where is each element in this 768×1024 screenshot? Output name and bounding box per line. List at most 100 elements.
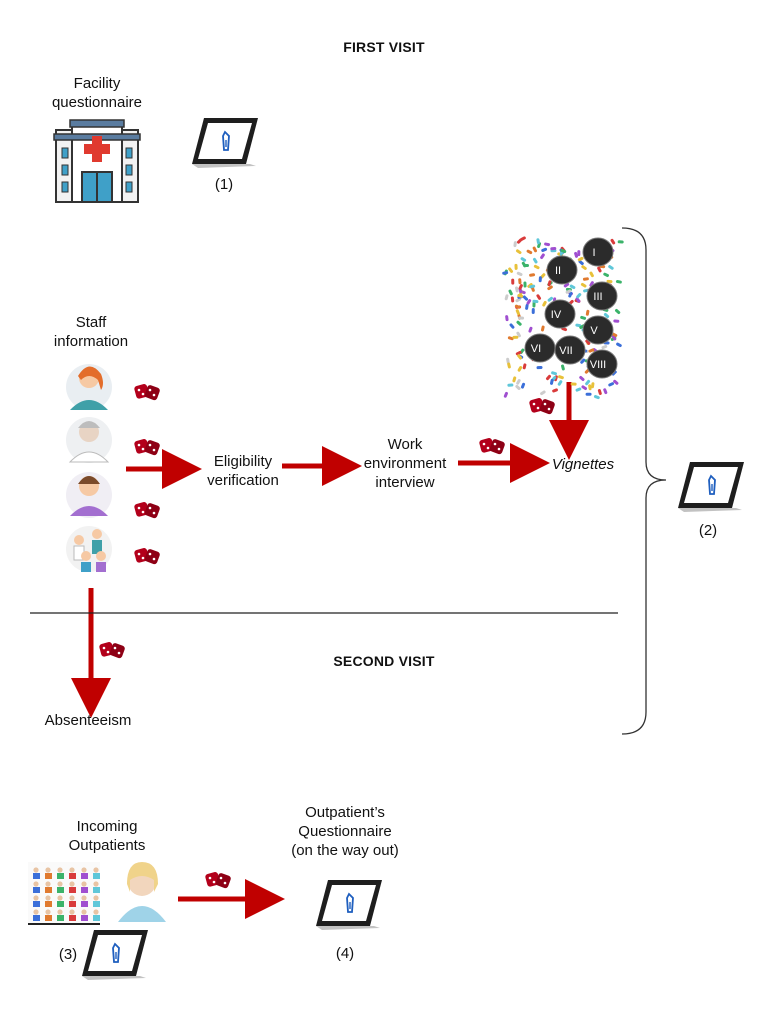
crowd-person-body	[81, 887, 88, 893]
pill-confetti	[518, 278, 522, 285]
pill-confetti	[565, 289, 572, 294]
pill-confetti	[516, 238, 523, 244]
vignette-numeral: VII	[559, 345, 572, 357]
pill-confetti	[507, 383, 514, 387]
dice-icon	[133, 547, 161, 565]
pill-confetti	[533, 264, 540, 270]
pill-confetti	[613, 319, 620, 323]
vignette-numeral: II	[555, 265, 561, 277]
dice-icon	[98, 641, 126, 659]
pill-confetti	[589, 271, 594, 278]
pill-confetti	[517, 366, 523, 372]
pill-confetti	[536, 238, 540, 245]
work-environment-interview-label: Work environment interview	[363, 436, 447, 491]
pill-confetti	[569, 284, 576, 290]
pill-confetti	[547, 285, 553, 291]
pill-confetti	[544, 242, 551, 247]
crowd-person-body	[81, 901, 88, 907]
pill-confetti	[546, 374, 551, 381]
pill-confetti	[540, 253, 545, 259]
tablet-tag-2: (2)	[698, 522, 718, 539]
pill-confetti	[585, 309, 590, 316]
pill-confetti	[538, 276, 542, 283]
crowd-person-body	[33, 915, 40, 921]
pill-confetti	[581, 265, 587, 270]
hospital-icon	[53, 119, 141, 203]
crowd-person-icon	[33, 867, 39, 873]
pill-confetti	[615, 309, 621, 315]
pill-confetti	[542, 300, 547, 307]
pill-confetti	[576, 293, 582, 299]
pill-confetti	[513, 241, 517, 248]
crowd-person-icon	[93, 867, 99, 873]
crowd-person-body	[57, 915, 64, 921]
crowd-person-icon	[69, 909, 75, 915]
pill-confetti	[557, 380, 563, 386]
tablet-icon	[315, 879, 383, 931]
pill-confetti	[526, 249, 533, 255]
crowd-person-body	[57, 873, 64, 879]
vignette-numeral: III	[593, 291, 602, 303]
pill-confetti	[547, 296, 553, 302]
crowd-person-icon	[45, 881, 51, 887]
pill-confetti	[532, 299, 539, 304]
pill-confetti	[606, 279, 613, 284]
pill-confetti	[593, 395, 600, 400]
vignette-stone-icon	[586, 349, 618, 379]
pill-confetti	[585, 379, 591, 386]
vignettes-label: Vignettes	[551, 456, 615, 473]
tablet-tag-4: (4)	[335, 945, 355, 962]
pill-confetti	[504, 294, 509, 301]
pill-confetti	[515, 350, 522, 356]
pill-confetti	[547, 280, 552, 287]
pill-confetti	[529, 273, 536, 277]
crowd-person-body	[69, 873, 76, 879]
pill-confetti	[551, 371, 557, 376]
pill-confetti	[540, 390, 546, 396]
pill-confetti	[550, 247, 557, 251]
pill-confetti	[515, 286, 519, 293]
pill-confetti	[617, 240, 624, 244]
pill-confetti	[541, 247, 548, 252]
pill-confetti	[561, 364, 565, 371]
dice-icon	[204, 871, 232, 889]
pill-confetti	[515, 384, 521, 390]
pill-confetti	[516, 379, 521, 385]
vignette-numeral: IV	[551, 309, 562, 321]
pill-confetti	[508, 267, 514, 273]
crowd-person-icon	[33, 895, 39, 901]
dice-icon	[528, 397, 556, 415]
staff-group-avatar	[66, 526, 112, 572]
pill-confetti	[505, 315, 509, 322]
pill-confetti	[536, 365, 543, 370]
staff-member-avatar	[66, 472, 112, 518]
pill-confetti	[589, 281, 594, 287]
vignette-stone-icon	[582, 237, 614, 267]
receptionist-avatar	[118, 862, 166, 922]
crowd-person-body	[69, 915, 76, 921]
pill-confetti	[568, 291, 573, 298]
pill-confetti	[514, 263, 518, 270]
pill-confetti	[601, 344, 608, 350]
crowd-person-body	[33, 873, 40, 879]
crowd-person-body	[57, 901, 64, 907]
vignette-numeral: I	[592, 247, 595, 259]
crowd-person-body	[69, 887, 76, 893]
crowd-person-icon	[81, 909, 87, 915]
tablet-icon	[191, 117, 259, 169]
crowd-person-body	[45, 887, 52, 893]
pill-confetti	[615, 280, 622, 284]
pill-confetti	[611, 370, 617, 376]
pill-confetti	[560, 248, 567, 254]
pill-confetti	[570, 382, 577, 386]
pill-confetti	[516, 271, 523, 277]
pill-confetti	[515, 297, 522, 303]
pill-confetti	[610, 238, 616, 245]
crowd-person-icon	[45, 867, 51, 873]
pill-confetti	[508, 289, 513, 296]
crowd-person-icon	[69, 881, 75, 887]
pill-confetti	[581, 385, 587, 391]
crowd-person-icon	[45, 895, 51, 901]
crowd-person-icon	[57, 895, 63, 901]
